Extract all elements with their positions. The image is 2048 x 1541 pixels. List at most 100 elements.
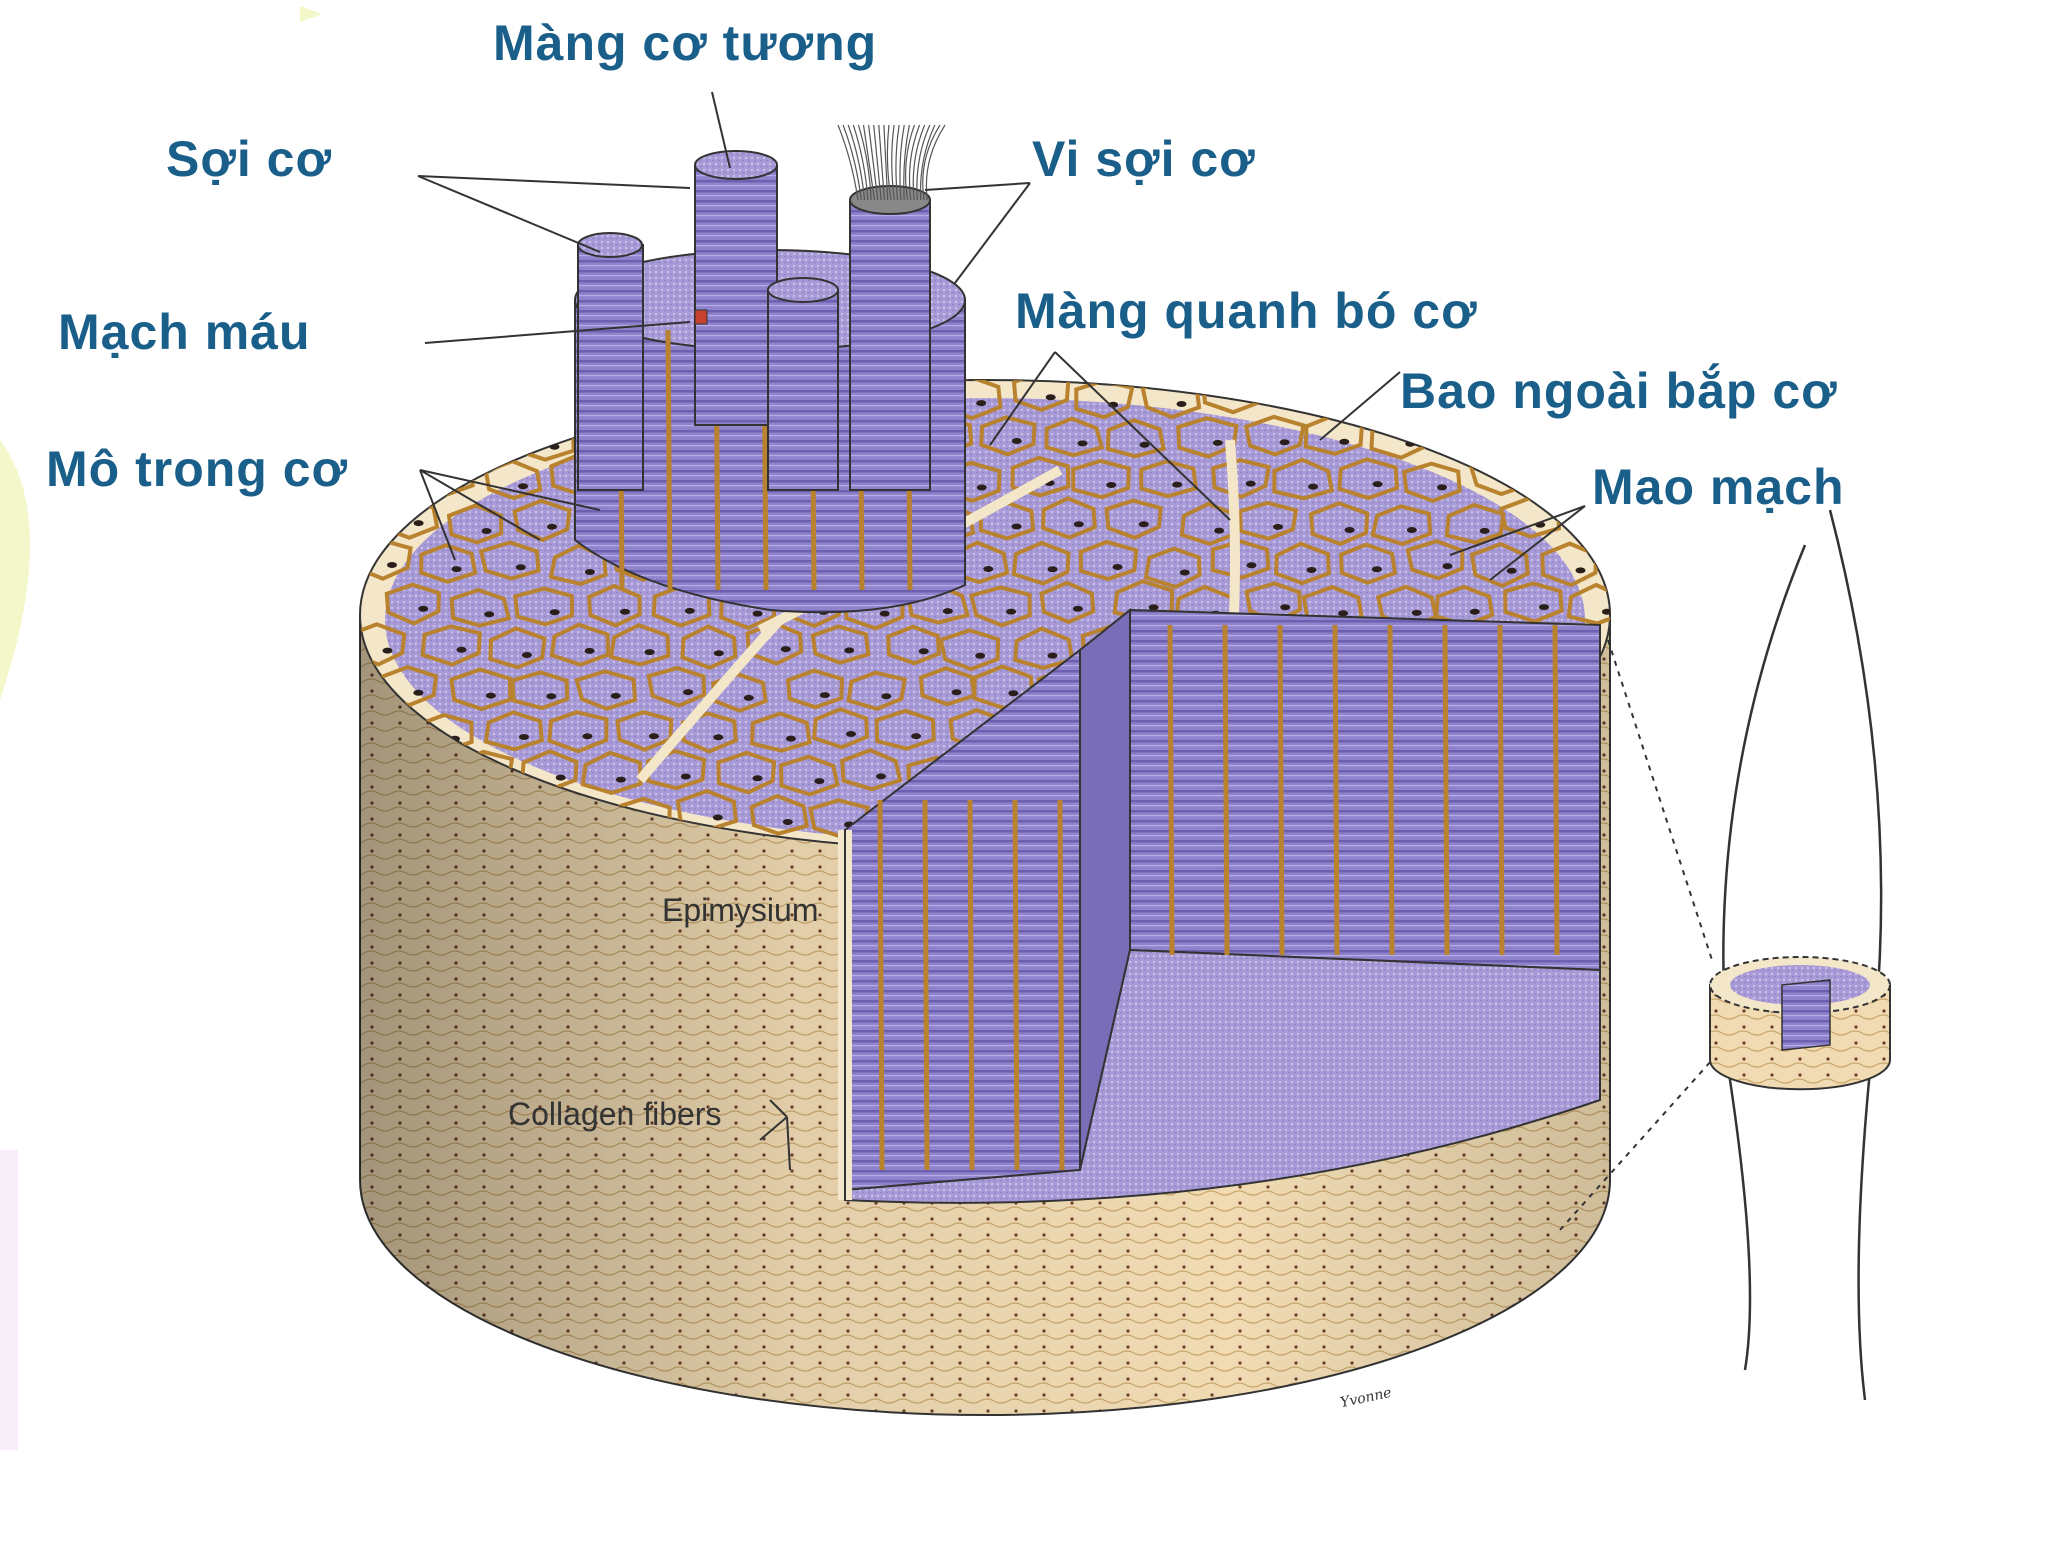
myofibril-strand (878, 124, 885, 201)
nucleus (1437, 484, 1447, 491)
nucleus (615, 776, 626, 783)
nucleus (876, 773, 886, 780)
endomysium-cell (1237, 500, 1299, 541)
label-muscle-fiber: Sợi cơ (166, 131, 333, 187)
endomysium-cell (449, 667, 513, 712)
nucleus (584, 647, 595, 654)
nucleus (1045, 394, 1056, 401)
nucleus (819, 692, 830, 699)
label-myofibril: Vi sợi cơ (1032, 131, 1256, 187)
nucleus (846, 731, 856, 737)
endomysium-cell (513, 586, 575, 627)
endomysium-cell (487, 380, 545, 414)
nucleus (1605, 442, 1610, 449)
fiber-left (577, 232, 644, 491)
endomysium-cell (586, 583, 642, 628)
nucleus (1371, 566, 1382, 573)
endomysium-cell (1566, 582, 1610, 626)
nucleus (1279, 439, 1290, 446)
endomysium-cell (1210, 539, 1271, 580)
myofibril-strand (905, 124, 916, 201)
endomysium-cell (1401, 461, 1462, 504)
nucleus (518, 483, 528, 490)
nucleus (1246, 562, 1257, 569)
nucleus (1011, 523, 1022, 530)
nucleus (521, 652, 532, 658)
endomysium-cell (811, 707, 870, 750)
endomysium-cell (1272, 457, 1335, 501)
endomysium-cell (1011, 540, 1071, 586)
nucleus (648, 733, 659, 740)
nucleus (484, 439, 495, 446)
perimysium-line (665, 329, 673, 591)
nucleus (683, 689, 694, 696)
endomysium-cell (360, 380, 411, 416)
nucleus (1273, 523, 1283, 530)
nucleus (1479, 527, 1490, 534)
endomysium-cell (384, 582, 441, 626)
endomysium-cell (478, 540, 541, 581)
myofibril-strand (868, 124, 879, 201)
nucleus (1006, 608, 1017, 615)
nucleus (1306, 567, 1317, 573)
nucleus (387, 562, 397, 568)
endomysium-cell (360, 456, 404, 501)
perimysium-line (1057, 799, 1065, 1171)
nucleus (519, 734, 529, 740)
nucleus (743, 694, 754, 701)
nucleus (1179, 569, 1190, 576)
perimysium-line (1332, 624, 1340, 956)
nucleus (1008, 690, 1019, 697)
endomysium-cell (1268, 380, 1328, 411)
endomysium-cell (646, 665, 707, 708)
nucleus (413, 520, 424, 527)
perimysium-line (1222, 624, 1230, 956)
nucleus (1575, 567, 1586, 574)
nucleus (450, 479, 461, 486)
nucleus (713, 734, 724, 741)
label-endomysium: Mô trong cơ (46, 441, 349, 497)
endomysium-cell (938, 628, 1001, 672)
perimysium-line (1387, 624, 1395, 956)
endomysium-cell (785, 668, 845, 710)
nucleus (452, 397, 463, 404)
endomysium-cell (1105, 418, 1166, 459)
nucleus (1305, 394, 1315, 401)
nucleus (1344, 527, 1355, 533)
endomysium-cell (547, 710, 609, 754)
endomysium-cell (1013, 626, 1075, 670)
cut-away-section (838, 607, 1601, 1204)
myofibril-strand (899, 124, 905, 201)
nucleus (1047, 566, 1058, 573)
endomysium-cell (1039, 580, 1096, 625)
perimysium-line (1167, 624, 1175, 956)
endomysium-cell (968, 585, 1032, 628)
endomysium-cell (1341, 380, 1399, 413)
myofibril-strand (916, 124, 931, 201)
nucleus (515, 564, 526, 571)
endomysium-cell (778, 754, 840, 797)
endomysium-cell (1176, 416, 1239, 459)
perimysium-line (1442, 624, 1450, 956)
nucleus (1372, 481, 1383, 488)
blood-vessel-mark (694, 309, 708, 325)
perimysium-line (1552, 624, 1560, 956)
perimysium-line (1012, 799, 1020, 1171)
myofibril-strand (873, 124, 882, 201)
endomysium-cell (810, 624, 871, 665)
endomysium-cell (1078, 539, 1139, 582)
perimysium-line (922, 799, 930, 1171)
nucleus (1505, 478, 1516, 485)
nucleus (546, 693, 557, 700)
nucleus (951, 689, 962, 696)
nucleus (976, 400, 987, 407)
fiber-middle (767, 277, 839, 491)
endomysium-cell (886, 624, 941, 666)
label-epimysium: Epimysium (662, 892, 819, 928)
endomysium-cell (1010, 455, 1071, 498)
endomysium-cell (680, 624, 738, 670)
nucleus (844, 647, 855, 654)
label-perimysium: Màng quanh bó cơ (1015, 283, 1478, 339)
endomysium-cell (512, 498, 572, 543)
